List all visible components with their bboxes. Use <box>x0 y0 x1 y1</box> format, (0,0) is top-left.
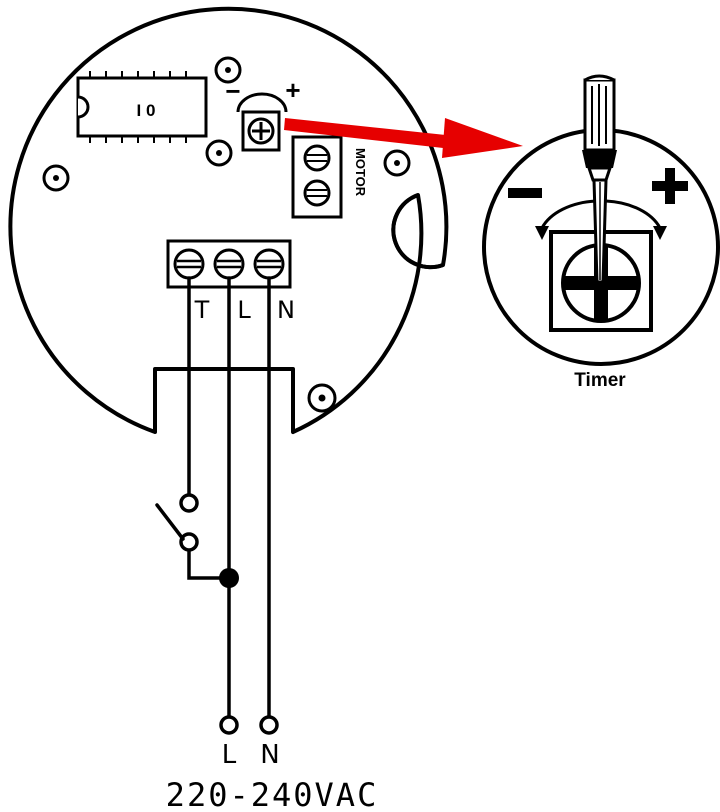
pot-minus-label: − <box>225 76 240 106</box>
screwdriver-icon <box>582 74 617 284</box>
pointer-arrow <box>284 118 523 158</box>
timer-minus-icon <box>508 188 542 198</box>
junction-dot <box>219 568 239 588</box>
wiring <box>187 276 271 720</box>
circuit-board: I 0 − + MOTOR <box>8 6 449 434</box>
motor-terminal-block <box>291 135 343 219</box>
terminal-label-l: L <box>237 296 251 324</box>
pot-plus-label: + <box>285 75 300 105</box>
supply-terminal-l <box>219 715 239 735</box>
mounting-hole <box>307 383 337 413</box>
ic-chip: I 0 <box>76 71 208 143</box>
mounting-hole <box>214 56 242 84</box>
rotate-cw-arrow <box>605 199 662 229</box>
terminal-label-t: T <box>194 296 210 324</box>
mounting-hole <box>205 139 233 167</box>
rotate-ccw-arrow <box>540 199 597 229</box>
board-potentiometer <box>236 92 288 152</box>
timer-plus-icon <box>652 168 688 204</box>
mounting-hole <box>383 149 411 177</box>
wall-switch <box>155 493 199 552</box>
supply-terminal-n <box>259 715 279 735</box>
mounting-hole <box>42 164 70 192</box>
timer-caption: Timer <box>574 370 626 391</box>
chip-label: I 0 <box>137 101 156 120</box>
board-notch <box>391 193 444 270</box>
terminal-screw-t <box>173 248 205 280</box>
supply-label-n: N <box>260 740 279 770</box>
terminal-screw-n <box>253 248 285 280</box>
motor-label: MOTOR <box>353 148 368 197</box>
voltage-label: 220-240VAC <box>166 776 379 812</box>
terminal-screw-l <box>213 248 245 280</box>
supply-label-l: L <box>222 740 237 770</box>
wire-switch-to-l <box>187 547 231 580</box>
terminal-label-n: N <box>277 296 295 324</box>
